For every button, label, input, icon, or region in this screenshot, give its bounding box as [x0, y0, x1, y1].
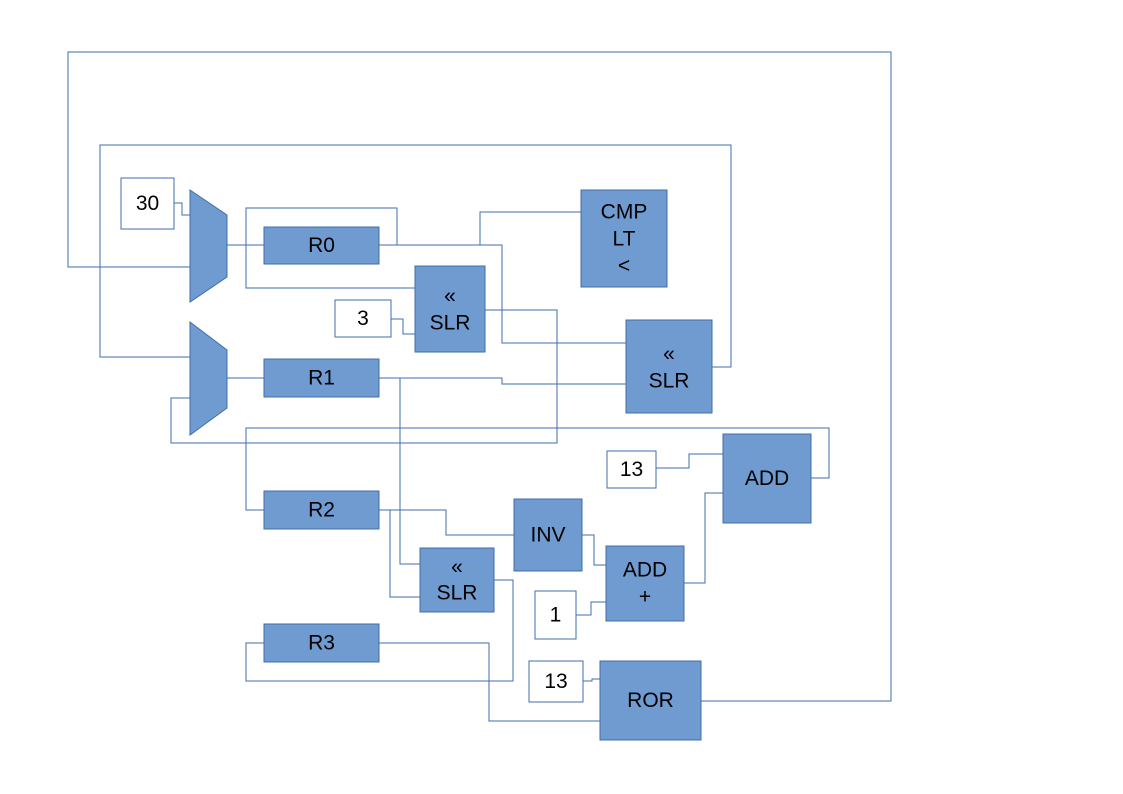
ror-label: ROR	[627, 689, 674, 712]
constant-30-label: 30	[136, 192, 159, 215]
register-r2-label: R2	[308, 499, 335, 522]
wire-add-r2	[245, 427, 830, 511]
slr-low-line-1: «	[451, 556, 463, 579]
ror-unit: ROR	[599, 660, 702, 741]
wire-c1-addplus	[576, 601, 606, 616]
register-r1: R1	[263, 358, 380, 398]
constant-30: 30	[120, 177, 175, 230]
wire-slr-mid-mux1	[170, 309, 558, 444]
constant-1: 1	[534, 590, 577, 640]
add-label: ADD	[745, 467, 789, 490]
register-r1-label: R1	[308, 367, 335, 390]
wire-r1-slr-right	[379, 377, 626, 385]
wire-r2-slr-low	[389, 510, 420, 598]
cmp-line-3: <	[618, 255, 630, 278]
register-r0: R0	[263, 226, 380, 265]
constant-1-label: 1	[550, 604, 562, 627]
wire-c30-mux0	[174, 202, 190, 216]
constant-13-add: 13	[606, 450, 657, 489]
mux-1	[189, 320, 228, 436]
constant-3: 3	[334, 299, 392, 338]
cmp-lt-unit: CMP LT <	[580, 189, 668, 288]
mux-0	[189, 189, 228, 303]
wire-r2-inv	[379, 509, 514, 536]
register-r2: R2	[263, 490, 380, 530]
register-r0-label: R0	[308, 234, 335, 257]
wire-r3-ror	[379, 642, 600, 722]
inv-unit: INV	[513, 498, 583, 572]
wire-slr-low-r3	[245, 579, 514, 682]
wire-r0-cmp	[379, 211, 581, 246]
wire-addplus-add	[684, 492, 723, 584]
register-r3-label: R3	[308, 632, 335, 655]
wire-r1-slr-low	[399, 378, 420, 565]
constant-13-add-label: 13	[620, 458, 643, 481]
cmp-line-1: CMP	[601, 201, 648, 224]
wire-r0-slr-right	[397, 244, 626, 344]
add-plus-line-1: ADD	[623, 559, 667, 582]
add-plus-unit: ADD +	[605, 545, 685, 622]
slr-mid-unit: « SLR	[414, 265, 486, 353]
slr-low-unit: « SLR	[419, 547, 495, 613]
add-unit: ADD	[722, 433, 812, 524]
wire-inv-addplus	[582, 534, 606, 566]
wire-slr-right-feedback	[99, 144, 732, 368]
inv-label: INV	[530, 524, 565, 547]
wires	[67, 51, 892, 722]
slr-right-line-1: «	[663, 343, 675, 366]
slr-mid-line-2: SLR	[430, 312, 471, 335]
wire-c3-slr-mid	[391, 318, 415, 335]
constant-13-ror: 13	[528, 660, 584, 703]
slr-right-unit: « SLR	[625, 319, 713, 414]
wire-ror-feedback	[67, 51, 892, 702]
add-plus-line-2: +	[639, 586, 651, 609]
constant-13-ror-label: 13	[544, 670, 567, 693]
register-r3: R3	[263, 623, 380, 663]
wire-c13-add	[656, 453, 723, 469]
slr-low-line-2: SLR	[437, 582, 478, 605]
constant-3-label: 3	[357, 307, 369, 330]
slr-mid-line-1: «	[444, 285, 456, 308]
slr-right-line-2: SLR	[649, 370, 690, 393]
cmp-line-2: LT	[613, 228, 636, 251]
wire-c13-ror	[583, 678, 600, 682]
